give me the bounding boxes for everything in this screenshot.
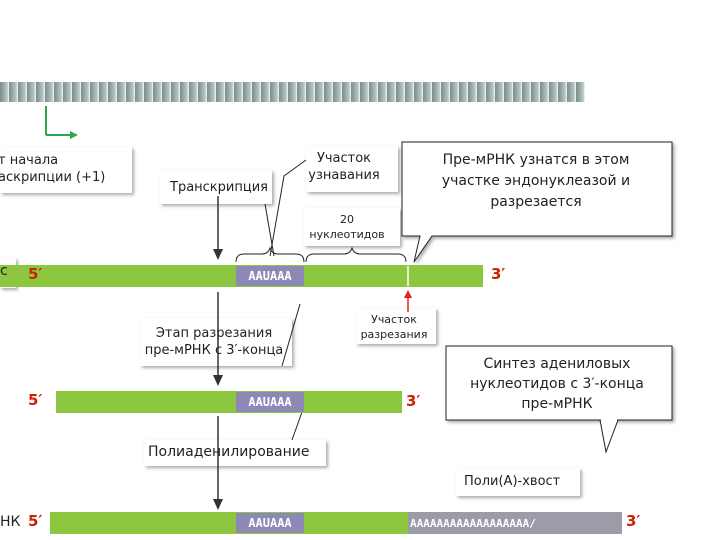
cleavage-site-line: Участок [371, 313, 417, 326]
polya-tail-box [456, 468, 580, 496]
cleavage-site-box [356, 308, 436, 344]
signal-sequence-box [236, 513, 304, 533]
polya-tail-text: AAAAAAAAAAAAAAAAAA/ [410, 517, 536, 530]
polyadenylation-pointer [291, 411, 303, 441]
polya-tail-strand [408, 512, 622, 534]
cleavage-stage-line: Этап разрезания [155, 326, 273, 341]
tss-label-box [0, 147, 132, 193]
three-prime-label: 3′ [406, 392, 421, 410]
signal-brace [235, 246, 305, 263]
recognition-label-box [306, 146, 398, 192]
gene-dna-bar [0, 82, 585, 102]
nucleotides-label-box [304, 208, 400, 246]
left-cut-label: с [0, 263, 8, 279]
tss-label-line: аскрипции (+1) [0, 170, 106, 185]
nucleotides-label-line: нуклеотидов [309, 228, 385, 241]
down-arrow-icon [213, 196, 223, 260]
transcription-pointer [264, 203, 275, 257]
signal-sequence-box [236, 266, 304, 286]
five-prime-label: 5′ [28, 391, 43, 409]
signal-sequence-text: AAUAAA [248, 269, 292, 283]
callout-line: Пре-мРНК узнатся в этом [442, 152, 630, 168]
polya-tail-label: Поли(А)-хвост [464, 474, 561, 489]
mature-mrna-strand [50, 512, 408, 534]
transcription-start-arrow-icon [45, 106, 78, 139]
synthesis-line: пре-мРНК [521, 396, 593, 412]
signal-sequence-text: AAUAAA [248, 395, 292, 409]
nucleotides-label: 20 нуклеотидов [304, 212, 390, 242]
recognition-label: Участок узнавания [306, 150, 382, 184]
three-prime-label: 3′ [491, 265, 506, 283]
cleavage-stage-box [140, 318, 292, 366]
cleavage-site-line: разрезания [360, 328, 428, 341]
tss-label: т начала аскрипции (+1) [0, 152, 105, 186]
callout-line: разрезается [490, 194, 582, 210]
cleavage-stage-label: Этап разрезания пре-мРНК с 3′-конца [140, 325, 288, 359]
synthesis-line: нуклеотидов с 3′-конца [470, 376, 644, 392]
cleavage-site-label: Участок разрезания [356, 312, 432, 342]
polyadenylation-box [144, 440, 326, 466]
synthesis-line: Синтез адениловых [483, 356, 631, 372]
recognition-label-line: узнавания [308, 168, 380, 183]
nucleotides-label-line: 20 [340, 213, 354, 226]
three-prime-label: 3′ [626, 512, 641, 530]
callout-line: участке эндонуклеазой и [441, 173, 631, 189]
callout-text: Пре-мРНК узнатся в этом участке эндонукл… [404, 150, 668, 213]
recognition-label-line: Участок [316, 151, 372, 166]
signal-sequence-box [236, 392, 304, 412]
nucleotides-brace [305, 246, 407, 263]
cleavage-site-arrow-icon [404, 290, 412, 312]
transcription-label: Транскрипция [170, 180, 268, 195]
synthesis-label: Синтез адениловых нуклеотидов с 3′-конца… [446, 354, 668, 414]
cleavage-stage-pointer [281, 303, 301, 367]
synthesis-callout-box [445, 345, 673, 421]
cleavage-stage-line: пре-мРНК с 3′-конца [144, 343, 284, 358]
callout-box [401, 141, 673, 263]
recognition-pointer [269, 159, 307, 257]
mrna-left-label: НК [0, 514, 21, 530]
down-arrow-icon [213, 416, 223, 510]
down-arrow-icon [213, 292, 223, 386]
polyadenylation-label: Полиаденилирование [148, 444, 310, 460]
five-prime-label: 5′ [28, 265, 43, 283]
five-prime-label: 5′ [28, 512, 43, 530]
tss-label-line: т начала [0, 153, 59, 168]
signal-sequence-text: AAUAAA [248, 516, 292, 530]
transcription-label-box [160, 170, 272, 204]
cleaved-mrna-strand [56, 391, 402, 413]
